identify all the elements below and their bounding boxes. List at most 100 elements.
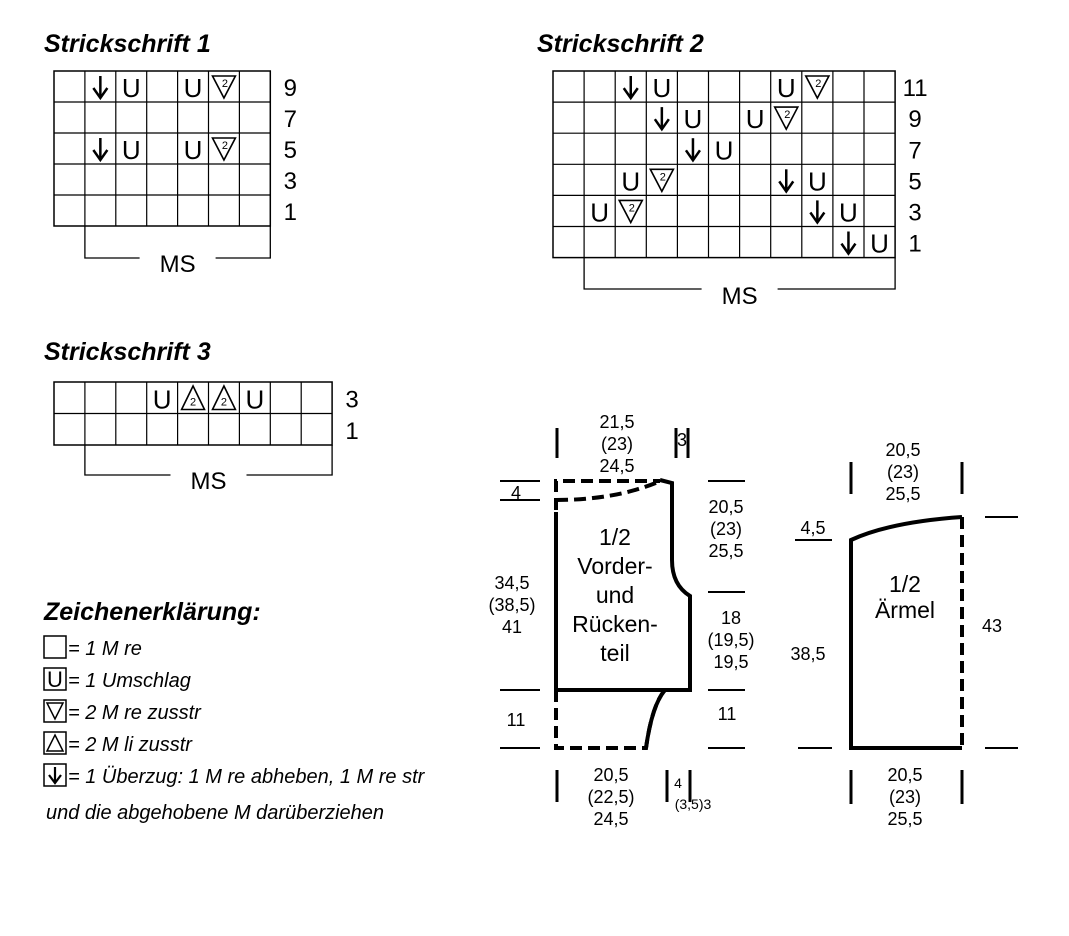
k2tog-count-mark: 2 xyxy=(629,202,635,214)
ms-bracket-left xyxy=(84,445,171,476)
body-top-width: 24,5 xyxy=(599,456,634,476)
row-number: 3 xyxy=(345,387,358,414)
legend: Zeichenerklärung: = 1 M reU= 1 Umschlag=… xyxy=(43,598,426,824)
body-neck-depth: 3 xyxy=(677,430,687,450)
body-bottom-offset-sizes: (3,5)3 xyxy=(675,796,712,812)
ms-label: MS xyxy=(160,251,196,278)
body-shoulder-drop: 4 xyxy=(511,483,521,503)
sleeve-piece-label: 1/2 xyxy=(889,571,921,597)
k2tog-triangle-icon: 2 xyxy=(648,168,675,194)
body-schematic xyxy=(500,428,745,802)
knitting-chart-3: U 2 2 U 3 1MS xyxy=(53,381,359,495)
yarn-over-symbol: U xyxy=(122,135,141,165)
sleeve-labels: 1/2Ärmel20,5(23)25,54,538,54320,5(23)25,… xyxy=(790,440,1002,829)
ms-bracket-right xyxy=(246,445,333,476)
body-bottom-offset: 4 xyxy=(674,775,682,791)
sleeve-bottom-width: 25,5 xyxy=(887,809,922,829)
chart-grid-border xyxy=(53,70,272,227)
body-labels: 1/2Vorder-undRücken-teil21,5(23)24,53420… xyxy=(488,412,754,829)
yarn-over-symbol: U xyxy=(184,135,203,165)
k2tog-triangle-icon: 2 xyxy=(773,106,800,131)
yarn-over-symbol: U xyxy=(153,385,172,415)
row-number: 5 xyxy=(908,168,921,195)
row-number: 1 xyxy=(345,418,358,445)
chart-2-title: Strickschrift 2 xyxy=(537,30,704,58)
legend-swatch xyxy=(43,635,67,659)
sleeve-length-left: 38,5 xyxy=(790,644,825,664)
yarn-over-symbol: U xyxy=(870,229,889,259)
k2tog-triangle-icon: 2 xyxy=(211,75,237,100)
k2tog-triangle-icon: 2 xyxy=(804,75,831,100)
yarn-over-symbol: U xyxy=(47,667,63,692)
body-bottom-width: (22,5) xyxy=(587,787,634,807)
slip-pass-arrow-icon xyxy=(92,138,109,163)
p2tog-count-mark: 2 xyxy=(221,397,227,409)
body-side-length: 18 xyxy=(721,608,741,628)
legend-continuation: und die abgehobene M darüberziehen xyxy=(46,802,384,824)
body-piece-label: 1/2 xyxy=(599,524,631,550)
row-number: 7 xyxy=(908,137,921,164)
row-number: 1 xyxy=(908,231,921,258)
body-total-length: (38,5) xyxy=(488,595,535,615)
ms-label: MS xyxy=(191,468,227,495)
yarn-over-symbol: U xyxy=(684,104,703,134)
sleeve-top-width: (23) xyxy=(887,462,919,482)
row-number: 7 xyxy=(284,106,297,133)
sleeve-cap-height: 4,5 xyxy=(800,518,825,538)
legend-swatch xyxy=(43,763,67,787)
yarn-over-symbol: U xyxy=(839,198,858,228)
row-number: 3 xyxy=(284,168,297,195)
k2tog-triangle-icon: 2 xyxy=(211,137,237,162)
yarn-over-symbol: U xyxy=(715,135,734,165)
yarn-over-symbol: U xyxy=(122,73,141,103)
body-side-length: 19,5 xyxy=(713,652,748,672)
body-piece-label: Rücken- xyxy=(572,611,658,637)
body-rib-height-right: 11 xyxy=(718,704,737,724)
sleeve-schematic xyxy=(795,462,1018,804)
k2tog-count-mark: 2 xyxy=(784,109,790,121)
ms-label: MS xyxy=(722,283,758,310)
legend-swatch xyxy=(43,667,67,691)
ms-bracket-left xyxy=(583,257,702,290)
k2tog-count-mark: 2 xyxy=(660,171,666,183)
p2tog-triangle-icon: 2 xyxy=(180,384,206,411)
yarn-over-symbol: U xyxy=(808,166,827,196)
slip-pass-arrow-icon xyxy=(809,200,826,225)
k2tog-triangle-icon xyxy=(45,702,65,721)
legend-text: = 1 M re xyxy=(68,638,142,660)
slip-pass-arrow-icon xyxy=(778,169,795,194)
legend-text: = 1 Überzug: 1 M re abheben, 1 M re str xyxy=(68,766,426,788)
slip-pass-arrow-icon xyxy=(92,76,109,101)
yarn-over-symbol: U xyxy=(652,73,671,103)
chart-3-title: Strickschrift 3 xyxy=(44,338,211,366)
p2tog-count-mark: 2 xyxy=(190,397,196,409)
yarn-over-symbol: U xyxy=(590,198,609,228)
slip-pass-arrow-icon xyxy=(840,231,857,256)
legend-text: = 1 Umschlag xyxy=(68,670,191,692)
k2tog-count-mark: 2 xyxy=(222,140,228,152)
row-number: 9 xyxy=(908,106,921,133)
body-piece-label: und xyxy=(596,582,634,608)
body-top-width: 21,5 xyxy=(599,412,634,432)
legend-text: = 2 M re zusstr xyxy=(68,702,202,724)
body-outline xyxy=(554,478,692,692)
sleeve-length-right: 43 xyxy=(982,616,1002,636)
yarn-over-symbol: U xyxy=(245,385,264,415)
sleeve-outline xyxy=(849,515,963,750)
slip-pass-arrow-icon xyxy=(622,76,639,101)
yarn-over-symbol: U xyxy=(184,73,203,103)
yarn-over-symbol: U xyxy=(746,104,765,134)
row-number: 3 xyxy=(908,200,921,227)
sleeve-top-width: 20,5 xyxy=(885,440,920,460)
yarn-over-symbol: U xyxy=(777,73,796,103)
sleeve-top-width: 25,5 xyxy=(885,484,920,504)
body-rib-height: 11 xyxy=(507,710,526,730)
body-total-length: 41 xyxy=(502,617,522,637)
legend-text: = 2 M li zusstr xyxy=(68,734,193,756)
body-armhole-height: 25,5 xyxy=(708,541,743,561)
sleeve-piece-label: Ärmel xyxy=(875,597,935,623)
body-rib-edge xyxy=(644,688,667,749)
row-number: 1 xyxy=(284,199,297,226)
